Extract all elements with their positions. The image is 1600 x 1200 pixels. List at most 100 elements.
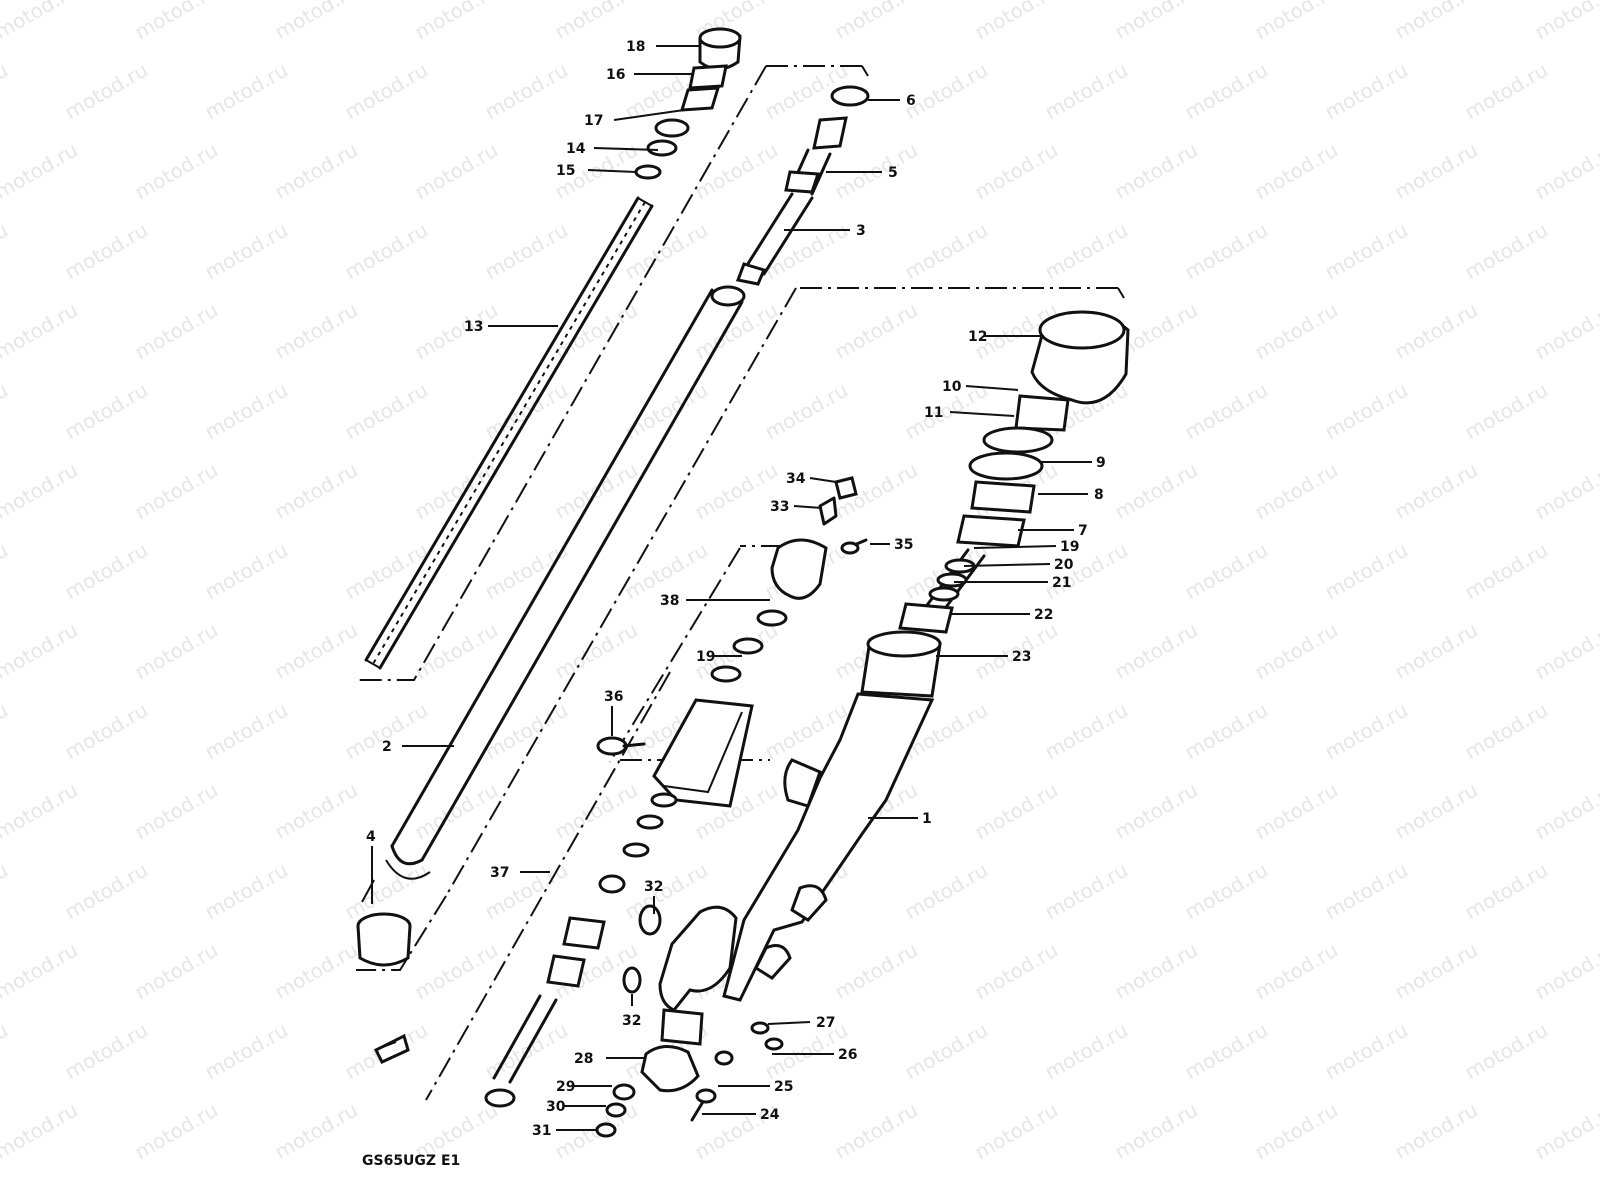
watermark-text: motod.ru [1321, 858, 1412, 925]
watermark-text: motod.ru [1461, 858, 1552, 925]
watermark-text: motod.ru [201, 1018, 292, 1085]
watermark-text: motod.ru [411, 138, 502, 205]
lower-caliper [595, 905, 784, 1138]
mid-fork-parts [860, 548, 986, 698]
watermark-text: motod.ru [1041, 698, 1132, 765]
outer-tube [722, 692, 935, 1002]
callout-9: 9 [1096, 455, 1106, 471]
watermark-text: motod.ru [0, 0, 82, 44]
watermark-text: motod.ru [0, 778, 82, 845]
watermark-text: motod.ru [1321, 58, 1412, 125]
watermark-text: motod.ru [691, 298, 782, 365]
watermark-text: motod.ru [1461, 1018, 1552, 1085]
watermark-text: motod.ru [0, 858, 12, 925]
watermark-text: motod.ru [1321, 538, 1412, 605]
watermark-text: motod.ru [831, 0, 922, 44]
callout-21: 21 [1052, 575, 1071, 591]
callout-34: 34 [786, 471, 806, 487]
watermark-text: motod.ru [1251, 938, 1342, 1005]
watermark-text: motod.ru [131, 618, 222, 685]
watermark-text: motod.ru [1111, 1098, 1202, 1165]
watermark-text: motod.ru [831, 938, 922, 1005]
watermark-text: motod.ru [691, 458, 782, 525]
watermark-text: motod.ru [201, 218, 292, 285]
watermark-text: motod.ru [1041, 858, 1132, 925]
oil-seal [356, 879, 412, 967]
watermark-text: motod.ru [1181, 698, 1272, 765]
callout-1: 1 [922, 811, 932, 827]
watermark-text: motod.ru [61, 218, 152, 285]
watermark-text: motod.ru [0, 698, 12, 765]
watermark-text: motod.ru [61, 1018, 152, 1085]
watermark-text: motod.ru [1111, 618, 1202, 685]
watermark-text: motod.ru [271, 1098, 362, 1165]
watermark-text: motod.ru [341, 58, 432, 125]
diagram-code: GS65UGZ E1 [362, 1153, 460, 1169]
callout-13: 13 [464, 319, 483, 335]
watermark-text: motod.ru [201, 58, 292, 125]
watermark-text: motod.ru [411, 0, 502, 44]
callout-6: 6 [906, 93, 916, 109]
watermark-text: motod.ru [551, 0, 642, 44]
watermark-text: motod.ru [901, 218, 992, 285]
watermark-text: motod.ru [0, 1018, 12, 1085]
callout-38: 38 [660, 593, 679, 609]
watermark-text: motod.ru [1391, 1098, 1482, 1165]
callout-29: 29 [556, 1079, 575, 1095]
watermark-text: motod.ru [1251, 298, 1342, 365]
watermark-text: motod.ru [61, 378, 152, 445]
watermark-text: motod.ru [1041, 58, 1132, 125]
watermark-text: motod.ru [1321, 378, 1412, 445]
anti-dive-unit [484, 698, 754, 1108]
watermark-text: motod.ru [1181, 378, 1272, 445]
watermark-text: motod.ru [1111, 778, 1202, 845]
callout-25: 25 [774, 1079, 793, 1095]
watermark-text: motod.ru [0, 1098, 82, 1165]
watermark-text: motod.ru [1181, 1018, 1272, 1085]
watermark-text: motod.ru [201, 698, 292, 765]
watermark-text: motod.ru [0, 378, 12, 445]
watermark-text: motod.ru [1391, 938, 1482, 1005]
watermark-text: motod.ru [1251, 0, 1342, 44]
watermark-text: motod.ru [1251, 138, 1342, 205]
watermark-text: motod.ru [551, 778, 642, 845]
watermark-text: motod.ru [61, 698, 152, 765]
callout-28: 28 [574, 1051, 593, 1067]
callout-4: 4 [366, 829, 376, 845]
callout-30: 30 [546, 1099, 566, 1115]
watermark-text: motod.ru [1321, 698, 1412, 765]
callout-23: 23 [1012, 649, 1031, 665]
watermark-text: motod.ru [271, 618, 362, 685]
watermark-text: motod.ru [481, 538, 572, 605]
watermark-text: motod.ru [1251, 778, 1342, 845]
watermark-text: motod.ru [0, 138, 82, 205]
watermark-text: motod.ru [131, 778, 222, 845]
watermark-text: motod.ru [1531, 458, 1600, 525]
watermark-text: motod.ru [131, 138, 222, 205]
watermark-text: motod.ru [1251, 1098, 1342, 1165]
callout-8: 8 [1094, 487, 1104, 503]
watermark-text: motod.ru [341, 378, 432, 445]
watermark-text: motod.ru [1181, 538, 1272, 605]
watermark-text: motod.ru [1111, 138, 1202, 205]
watermark-text: motod.ru [0, 218, 12, 285]
watermark-text: motod.ru [761, 218, 852, 285]
watermark-text: motod.ru [1391, 458, 1482, 525]
watermark-text: motod.ru [411, 938, 502, 1005]
watermark-text: motod.ru [131, 458, 222, 525]
callout-33: 33 [770, 499, 789, 515]
watermark-text: motod.ru [271, 0, 362, 44]
watermark-text: motod.ru [1461, 698, 1552, 765]
watermark-text: motod.ru [831, 1098, 922, 1165]
callout-3: 3 [856, 223, 866, 239]
callout-10: 10 [942, 379, 962, 395]
watermark-text: motod.ru [411, 298, 502, 365]
callout-5: 5 [888, 165, 898, 181]
callout-labels: 18 16 17 14 15 13 6 5 3 12 10 11 9 8 7 1… [366, 39, 1106, 1139]
watermark-text: motod.ru [0, 538, 12, 605]
watermark-text: motod.ru [971, 1098, 1062, 1165]
callout-20: 20 [1054, 557, 1074, 573]
leader-lines [371, 45, 1092, 1131]
